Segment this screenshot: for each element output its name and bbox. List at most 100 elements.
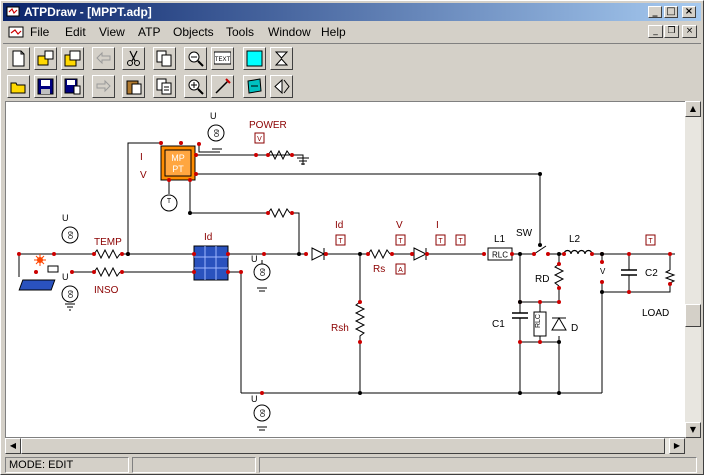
selection-icon: [246, 50, 263, 67]
scroll-right-button[interactable]: ▶: [669, 438, 685, 454]
save-button[interactable]: [34, 75, 57, 98]
power-label: POWER: [249, 120, 287, 131]
id-probe-letter: T: [338, 238, 343, 245]
open-project-button[interactable]: [34, 47, 57, 70]
new-file-button[interactable]: [7, 47, 30, 70]
feedback-resistor: [267, 207, 291, 219]
draw-line-button[interactable]: [211, 75, 234, 98]
menu-atp[interactable]: ATP: [138, 25, 161, 39]
menu-objects[interactable]: Objects: [173, 25, 214, 39]
undo-button[interactable]: [92, 47, 115, 70]
menu-edit[interactable]: Edit: [65, 25, 86, 39]
menu-window[interactable]: Window: [268, 25, 311, 39]
mppt-block: MP PT: [160, 145, 196, 181]
v-probe-letter: T: [398, 238, 403, 245]
save-project-icon: [64, 50, 81, 67]
scroll-down-button[interactable]: ▼: [685, 422, 701, 438]
i2-probe-letter: T: [458, 238, 463, 245]
maximize-window-button[interactable]: □: [664, 6, 678, 18]
l1-label: L1: [494, 234, 506, 245]
probes: [254, 132, 656, 275]
rsh-resistor: [354, 301, 366, 344]
menu-view[interactable]: View: [99, 25, 125, 39]
id-label: Id: [335, 220, 343, 231]
temp-resistor: [93, 248, 121, 260]
u-label-inso: U: [62, 272, 69, 282]
scroll-up-button[interactable]: ▲: [685, 101, 701, 117]
zoom-out-button[interactable]: [184, 47, 207, 70]
horizontal-scroll-thumb[interactable]: [21, 438, 665, 454]
source-labels: U U U U U: [62, 111, 258, 404]
u-label-bottom: U: [251, 394, 258, 404]
u-label-top: U: [210, 111, 217, 121]
i-label: I: [436, 220, 439, 231]
paste-button[interactable]: [122, 75, 145, 98]
temp-ov-readout: 60: [66, 231, 73, 239]
power-resistor: [267, 149, 297, 161]
menu-help[interactable]: Help: [321, 25, 346, 39]
t-meter-label: T: [167, 198, 172, 205]
menu-file[interactable]: File: [30, 25, 50, 39]
title-bar: ATPDraw - [MPPT.adp] _ □ ×: [3, 3, 701, 21]
vertical-scrollbar[interactable]: ▲ ▼: [685, 101, 701, 438]
duplicate-button[interactable]: [153, 75, 176, 98]
mirror-button[interactable]: [270, 75, 293, 98]
rotate-button[interactable]: [243, 75, 266, 98]
connection-nodes: [17, 141, 672, 395]
mdi-close-button[interactable]: ×: [682, 25, 697, 38]
selection-button[interactable]: [243, 47, 266, 70]
mdi-restore-button[interactable]: ❐: [664, 25, 679, 38]
scroll-left-button[interactable]: ◀: [5, 438, 21, 454]
mppt-label-top: MP: [171, 153, 185, 163]
sw-switch: [533, 245, 547, 255]
u-label-temp: U: [62, 213, 69, 223]
circuit-canvas[interactable]: RLC RLC MP PT: [5, 101, 687, 438]
mirror-icon: [274, 78, 290, 95]
mdi-minimize-button[interactable]: _: [648, 25, 663, 38]
probe-letters: V T T A T T T: [257, 136, 653, 274]
save-project-button[interactable]: [61, 47, 84, 70]
vertical-scroll-thumb[interactable]: [685, 304, 701, 327]
u-label-mid: U: [251, 254, 258, 264]
flip-button[interactable]: [270, 47, 293, 70]
paste-icon: [126, 80, 142, 95]
load-probe-letter: T: [648, 238, 653, 245]
copy-button[interactable]: [153, 47, 176, 70]
rd-label: RD: [535, 274, 549, 285]
zoom-in-button[interactable]: [184, 75, 207, 98]
irradiance-source: [18, 254, 59, 291]
open-file-button[interactable]: [7, 75, 30, 98]
rs-label: Rs: [373, 264, 385, 275]
save-as-button[interactable]: [61, 75, 84, 98]
c1-rlc-label: RLC: [535, 314, 542, 328]
panel-id-label: Id: [204, 232, 212, 243]
zoom-in-icon: [188, 79, 204, 95]
top-ov-readout: 60: [212, 129, 219, 137]
converter-labels: L1 SW L2 RD C1 D C2 LOAD V: [492, 228, 669, 334]
redo-button[interactable]: [92, 75, 115, 98]
cut-button[interactable]: [122, 47, 145, 70]
l1-rlc-label: RLC: [492, 251, 508, 260]
diodes: [311, 247, 567, 331]
close-window-button[interactable]: ×: [682, 6, 696, 18]
junction-dots: [126, 172, 604, 395]
power-probe-letter: V: [257, 136, 262, 143]
menu-tools[interactable]: Tools: [226, 25, 255, 39]
text-button[interactable]: TEXT: [211, 47, 234, 70]
document-icon[interactable]: [7, 25, 25, 39]
draw-line-icon: [215, 78, 231, 94]
horizontal-scrollbar[interactable]: ◀ ▶: [5, 438, 685, 454]
c2-capacitor: [621, 269, 637, 276]
status-mode: MODE: EDIT: [5, 457, 129, 473]
l2-inductor: [563, 249, 593, 255]
l2-label: L2: [569, 234, 581, 245]
i-probe-letter: T: [438, 238, 443, 245]
cut-icon: [127, 50, 140, 66]
rsh-label: Rsh: [331, 323, 349, 334]
c2-label: C2: [645, 268, 658, 279]
inso-label: INSO: [94, 285, 119, 296]
zoom-out-icon: [188, 51, 204, 67]
open-project-icon: [37, 50, 54, 66]
duplicate-icon: [156, 78, 172, 95]
minimize-window-button[interactable]: _: [648, 6, 662, 18]
